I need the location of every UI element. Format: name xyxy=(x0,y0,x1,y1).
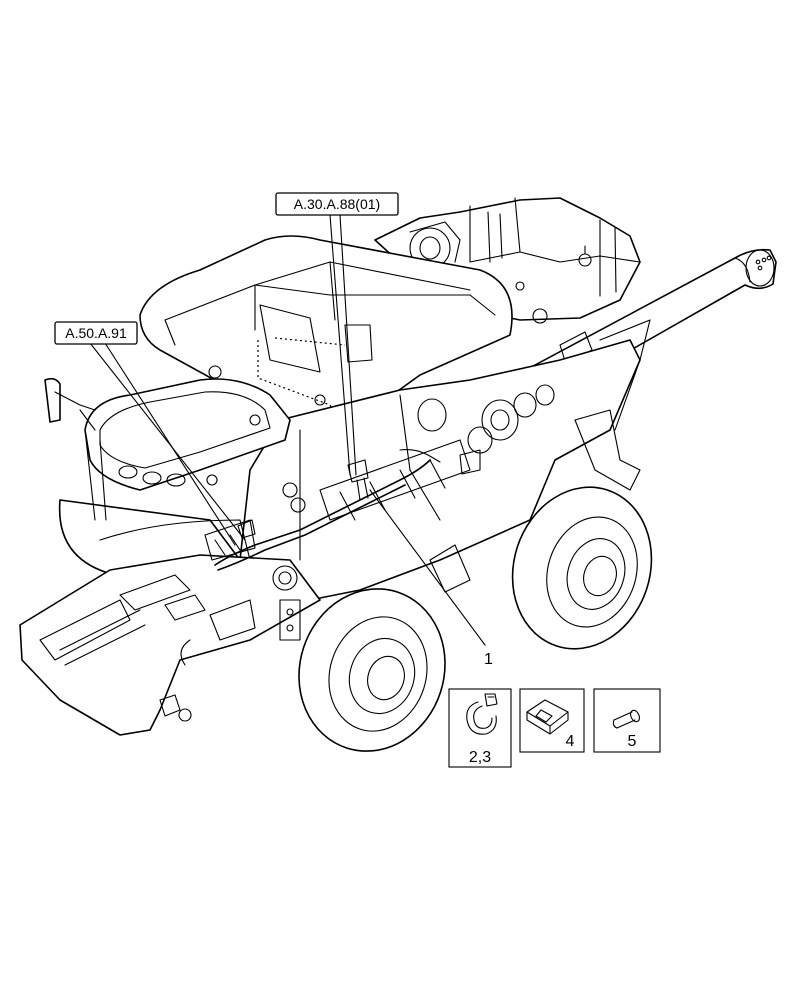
reference-label-a30: A.30.A.88(01) xyxy=(294,196,380,212)
leader-lines xyxy=(89,214,486,646)
reference-box-a30[interactable]: A.30.A.88(01) xyxy=(275,192,399,216)
callout-item-5: 5 xyxy=(628,733,637,750)
cable-tie-icon xyxy=(466,693,498,735)
reference-box-a50[interactable]: A.50.A.91 xyxy=(54,321,138,345)
rear-wheel xyxy=(511,486,653,650)
combine-harvester-illustration xyxy=(19,197,777,752)
part-box-4[interactable]: 4 xyxy=(519,688,585,753)
pin-icon xyxy=(612,709,640,729)
callout-item-4: 4 xyxy=(566,733,575,750)
feeder-frame xyxy=(19,554,321,736)
part-box-5[interactable]: 5 xyxy=(593,688,661,753)
callout-item-2-3: 2,3 xyxy=(469,749,491,766)
clip-icon xyxy=(526,699,569,735)
part-box-2-3[interactable]: 2,3 xyxy=(448,688,512,768)
front-wheel xyxy=(298,588,446,752)
reference-label-a50: A.50.A.91 xyxy=(65,325,127,341)
callout-item-1: 1 xyxy=(484,651,493,668)
